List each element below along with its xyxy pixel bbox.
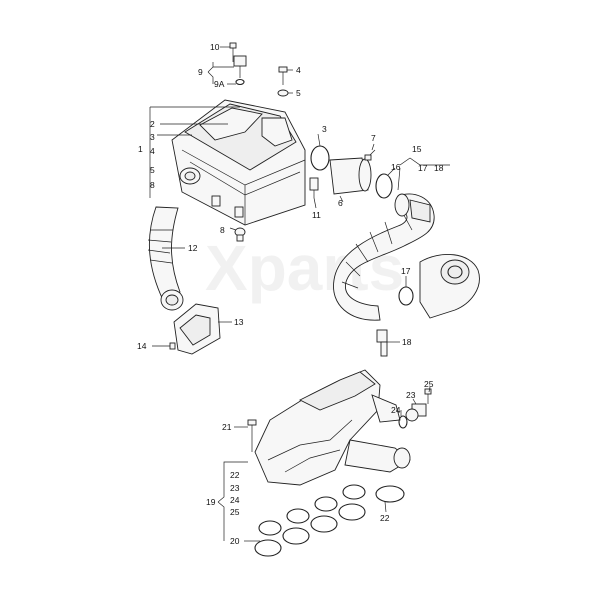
clamp-part-16 [375,173,393,199]
label-8: 8 [220,225,225,235]
intake-hose-part-12 [147,206,184,311]
bolt-part-25 [424,388,432,404]
grommet-part-5 [277,89,289,97]
label-6: 6 [338,198,343,208]
label-23: 23 [406,390,416,400]
label-17: 17 [401,266,411,276]
seal-part-24 [398,415,408,429]
sensor-part-9 [233,55,247,86]
charge-air-hose-part-15 [333,193,435,321]
label-17-group: 17 [418,163,428,173]
label-1: 1 [138,144,143,154]
label-18-group: 18 [434,163,444,173]
label-15: 15 [412,144,422,154]
bolt-part-10 [229,42,237,62]
label-10: 10 [210,42,220,52]
seal-ring-part-3 [310,145,330,171]
label-5-group: 5 [150,165,155,175]
turbocharger-part [419,254,480,319]
intake-manifold [254,369,411,486]
bolt-part-4 [278,66,288,85]
label-25: 25 [424,379,434,389]
sensor-part-18 [376,329,388,357]
grommet-part-8 [234,227,246,242]
label-13: 13 [234,317,244,327]
sensor-part-11 [309,177,319,198]
callout-labels: 10 9 9A 4 5 1 2 3 4 5 8 3 7 6 11 8 15 16… [137,42,444,546]
label-2: 2 [150,119,155,129]
air-duct-part-13 [173,303,221,355]
label-25-group: 25 [230,507,240,517]
label-19: 19 [206,497,216,507]
label-23-group: 23 [230,483,240,493]
gasket-part-22 [375,485,405,503]
label-14: 14 [137,341,147,351]
label-22: 22 [380,513,390,523]
label-22-group: 22 [230,470,240,480]
label-8-group: 8 [150,180,155,190]
label-4-bolt: 4 [296,65,301,75]
label-11: 11 [312,210,321,220]
air-mass-meter-part-6 [329,157,372,195]
label-4-group: 4 [150,146,155,156]
label-3-group: 3 [150,132,155,142]
label-18: 18 [402,337,412,347]
label-21: 21 [222,422,232,432]
sensor-part-23 [405,403,427,422]
label-20: 20 [230,536,240,546]
label-12: 12 [188,243,198,253]
label-9: 9 [198,67,203,77]
label-3-ring: 3 [322,124,327,134]
label-24: 24 [391,405,401,415]
label-7: 7 [371,133,376,143]
label-5-grommet: 5 [296,88,301,98]
label-9a: 9A [214,79,225,89]
gasket-set-part-20 [254,484,366,557]
leader-lines [149,46,450,542]
bolt-part-7 [364,149,376,161]
air-filter-housing [171,99,306,226]
bolt-part-21 [247,419,257,452]
label-16: 16 [391,162,401,172]
bolt-part-14 [152,342,176,350]
label-24-group: 24 [230,495,240,505]
